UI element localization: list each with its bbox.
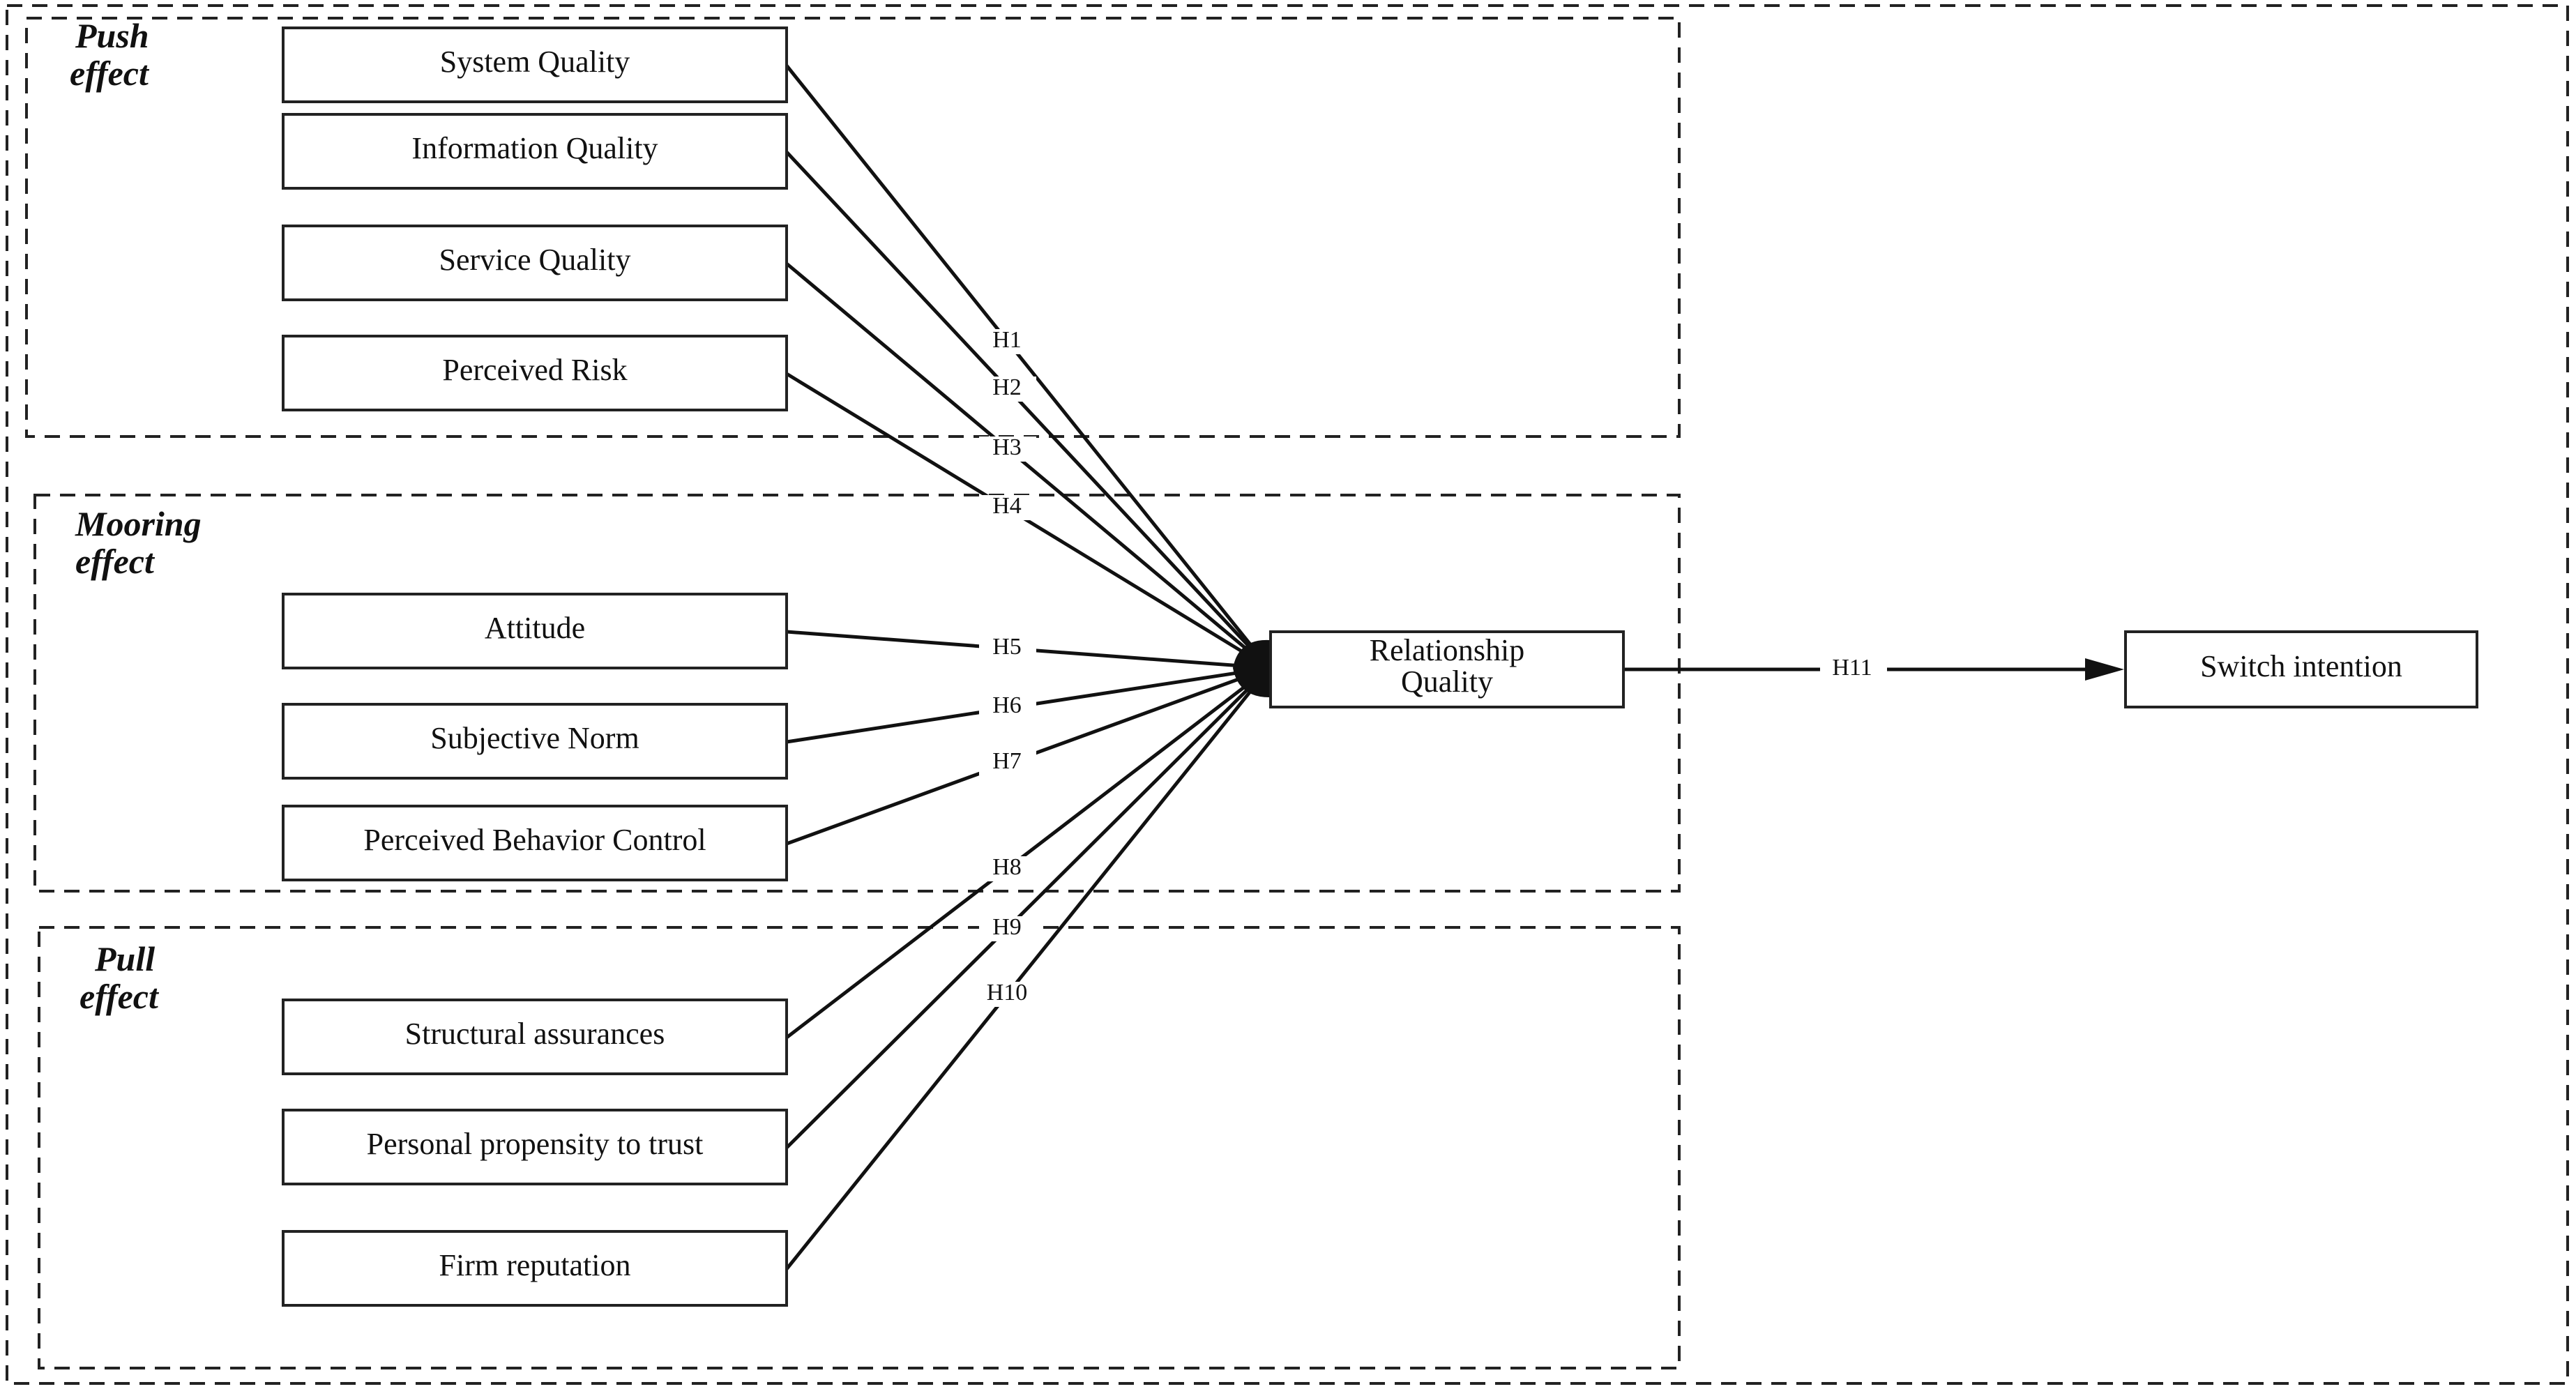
arrowhead-h11 — [2085, 658, 2124, 681]
group-title-line-1: Push — [75, 16, 149, 55]
group-push: Push effect — [25, 16, 1681, 438]
group-box — [38, 926, 1681, 1369]
construct-box — [282, 1230, 788, 1307]
construct-label: Structural assurances — [405, 1017, 665, 1051]
converging-arrowhead — [1233, 639, 1269, 697]
construct-firm-reputation: Firm reputation — [282, 1230, 788, 1307]
construct-label: Firm reputation — [439, 1248, 631, 1282]
construct-box — [282, 26, 788, 103]
construct-service-quality: Service Quality — [282, 225, 788, 301]
label-h2: H2 — [992, 374, 1022, 400]
construct-attitude: Attitude — [282, 593, 788, 669]
group-title-line-2: effect — [70, 54, 150, 93]
label-bg — [979, 437, 1036, 462]
label-bg — [979, 750, 1036, 775]
construct-perceived-risk: Perceived Risk — [282, 335, 788, 411]
group-pull: Pull effect — [38, 926, 1681, 1369]
label-bg — [979, 377, 1036, 402]
construct-box — [2124, 630, 2478, 708]
group-box — [25, 17, 1681, 438]
label-h5: H5 — [992, 634, 1022, 660]
construct-label: Personal propensity to trust — [367, 1127, 704, 1161]
edges — [785, 64, 2124, 1270]
construct-label: Attitude — [485, 611, 585, 645]
construct-label: Switch intention — [2200, 649, 2402, 683]
edge-h2 — [785, 151, 1271, 669]
group-title-line-1: Mooring — [75, 504, 202, 543]
outer-frame — [6, 4, 2569, 1385]
edge-h3 — [785, 262, 1271, 669]
construct-box — [282, 703, 788, 780]
construct-subjective-norm: Subjective Norm — [282, 703, 788, 780]
label-bg — [979, 495, 1036, 520]
construct-label: Perceived Behavior Control — [363, 823, 706, 857]
construct-label: Perceived Risk — [442, 353, 627, 387]
label-bg — [979, 329, 1036, 354]
label-bg — [1820, 657, 1887, 682]
edge-h9 — [785, 667, 1271, 1149]
construct-relationship-quality: Relationship Quality — [1269, 630, 1625, 708]
construct-label-line-2: Quality — [1401, 665, 1493, 699]
construct-label: Service Quality — [439, 243, 631, 277]
group-title-line-2: effect — [79, 977, 160, 1016]
construct-system-quality: System Quality — [282, 26, 788, 103]
construct-box — [282, 335, 788, 411]
construct-box — [282, 1109, 788, 1185]
edge-h1 — [785, 64, 1271, 669]
group-title-line-2: effect — [75, 542, 156, 581]
label-bg — [979, 694, 1036, 720]
label-h11: H11 — [1832, 655, 1872, 681]
construct-structural-assurances: Structural assurances — [282, 999, 788, 1075]
group-mooring: Mooring effect — [33, 494, 1681, 893]
construct-box — [282, 805, 788, 881]
label-bg — [979, 636, 1036, 661]
label-h10: H10 — [987, 980, 1028, 1005]
edge-h10 — [785, 667, 1271, 1270]
construct-label: Information Quality — [411, 131, 658, 165]
label-h8: H8 — [992, 854, 1022, 880]
construct-box — [1269, 630, 1625, 708]
construct-box — [282, 113, 788, 190]
hypothesis-labels: H1 H2 H3 H4 H5 H6 H7 H8 H9 H10 H11 — [973, 327, 1887, 1007]
group-title-line-1: Pull — [94, 939, 155, 978]
label-bg — [973, 982, 1040, 1007]
construct-label-line-1: Relationship — [1370, 633, 1524, 667]
construct-switch-intention: Switch intention — [2124, 630, 2478, 708]
label-h9: H9 — [992, 914, 1022, 940]
construct-label: Subjective Norm — [430, 721, 639, 755]
construct-box — [282, 999, 788, 1075]
edge-h8 — [785, 667, 1271, 1039]
construct-box — [282, 225, 788, 301]
construct-personal-propensity-to-trust: Personal propensity to trust — [282, 1109, 788, 1185]
construct-label: System Quality — [440, 45, 630, 79]
label-h7: H7 — [992, 748, 1022, 774]
label-bg — [979, 856, 1036, 881]
label-h4: H4 — [992, 493, 1022, 519]
label-bg — [979, 916, 1036, 941]
construct-information-quality: Information Quality — [282, 113, 788, 190]
label-h3: H3 — [992, 434, 1022, 460]
group-box — [33, 494, 1681, 893]
construct-box — [282, 593, 788, 669]
label-h1: H1 — [992, 327, 1022, 353]
construct-perceived-behavior-control: Perceived Behavior Control — [282, 805, 788, 881]
label-h6: H6 — [992, 692, 1022, 718]
edge-h4 — [785, 372, 1271, 670]
